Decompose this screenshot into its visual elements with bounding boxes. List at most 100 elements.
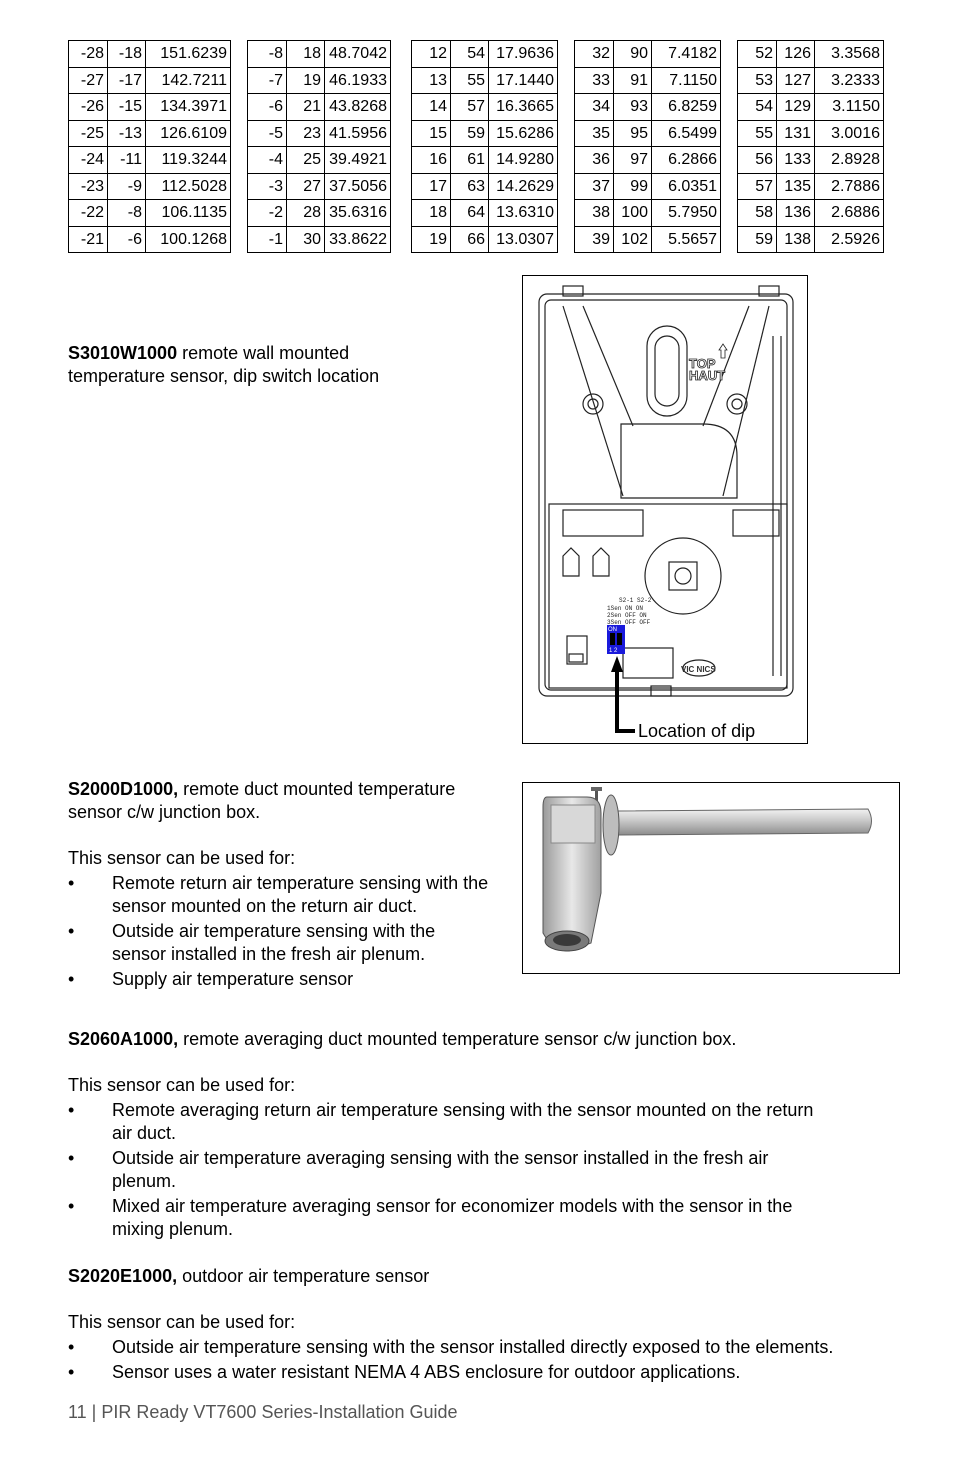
bullet-text: Remote return air temperature sensing wi… xyxy=(112,873,489,893)
table-cell: 142.7211 xyxy=(145,66,231,94)
s3010-desc-line2: temperature sensor, dip switch location xyxy=(68,366,380,386)
bullet-text: Supply air temperature sensor xyxy=(112,969,354,989)
table-cell: 35 xyxy=(574,119,614,147)
s2020-bullet-list: •Outside air temperature sensing with th… xyxy=(68,1336,928,1386)
table-cell: 54 xyxy=(737,93,777,121)
table-cell: -22 xyxy=(68,199,108,227)
table-cell: 56 xyxy=(737,146,777,174)
table-cell: 14 xyxy=(411,93,451,121)
dip-numbers: 1 2 xyxy=(609,648,618,654)
table-cell: 55 xyxy=(737,119,777,147)
bullet-icon: • xyxy=(68,1337,75,1357)
table-cell: 6.0351 xyxy=(651,172,721,200)
s2000-model: S2000D1000, xyxy=(68,779,179,799)
table-cell: 59 xyxy=(737,225,777,253)
list-item: •Mixed air temperature averaging sensor … xyxy=(68,1195,908,1241)
table-cell: -13 xyxy=(107,119,146,147)
table-cell: 100.1268 xyxy=(145,225,231,253)
table-cell: 37 xyxy=(574,172,614,200)
dip-table-line-4: 3Sen OFF OFF xyxy=(607,619,651,626)
table-cell: -18 xyxy=(107,40,146,68)
wall-sensor-drawing: TOP HAUT S2-1 S2-2 1Sen ON ON 2Sen OFF O… xyxy=(538,285,794,733)
dip-table-line-3: 2Sen OFF ON xyxy=(607,612,647,619)
s2020-desc: outdoor air temperature sensor xyxy=(177,1266,430,1286)
list-item: •Remote return air temperature sensing w… xyxy=(68,872,520,918)
table-cell: 7.4182 xyxy=(651,40,721,68)
bullet-text: Mixed air temperature averaging sensor f… xyxy=(112,1196,793,1216)
top-label: TOP xyxy=(689,356,716,371)
list-item: •Outside air temperature sensing with th… xyxy=(68,920,520,966)
table-cell: 100 xyxy=(613,199,652,227)
table-cell: -17 xyxy=(107,66,146,94)
table-cell: 2.8928 xyxy=(814,146,884,174)
table-cell: 37.5056 xyxy=(324,172,391,200)
table-cell: 131 xyxy=(776,119,815,147)
table-cell: 53 xyxy=(737,66,777,94)
table-cell: 61 xyxy=(450,146,489,174)
s2000-bullet-list: •Remote return air temperature sensing w… xyxy=(68,872,520,993)
table-cell: 14.2629 xyxy=(488,172,558,200)
table-cell: 99 xyxy=(613,172,652,200)
table-cell: 95 xyxy=(613,119,652,147)
table-cell: 58 xyxy=(737,199,777,227)
list-item: •Outside air temperature averaging sensi… xyxy=(68,1147,908,1193)
table-cell: 66 xyxy=(450,225,489,253)
table-cell: 23 xyxy=(286,119,325,147)
table-cell: 48.7042 xyxy=(324,40,391,68)
table-cell: 12 xyxy=(411,40,451,68)
list-item: •Sensor uses a water resistant NEMA 4 AB… xyxy=(68,1361,928,1384)
table-cell: 6.5499 xyxy=(651,119,721,147)
bullet-icon: • xyxy=(68,1148,75,1168)
duct-sensor-figure xyxy=(522,782,900,974)
table-cell: 106.1135 xyxy=(145,199,231,227)
dip-location-caption: Location of dip xyxy=(636,721,758,741)
s2060-bullet-list: •Remote averaging return air temperature… xyxy=(68,1099,908,1243)
table-cell: 52 xyxy=(737,40,777,68)
table-cell: 17.1440 xyxy=(488,66,558,94)
table-cell: 13.0307 xyxy=(488,225,558,253)
table-cell: 14.9280 xyxy=(488,146,558,174)
table-cell: -6 xyxy=(107,225,146,253)
s2020-description: S2020E1000, outdoor air temperature sens… xyxy=(68,1265,429,1288)
table-cell: -4 xyxy=(247,146,287,174)
table-cell: 39.4921 xyxy=(324,146,391,174)
table-cell: 135 xyxy=(776,172,815,200)
table-cell: 32 xyxy=(574,40,614,68)
table-cell: 133 xyxy=(776,146,815,174)
table-cell: 55 xyxy=(450,66,489,94)
table-cell: 17 xyxy=(411,172,451,200)
table-cell: -1 xyxy=(247,225,287,253)
table-cell: 38 xyxy=(574,199,614,227)
wall-sensor-dip-switch-figure: TOP HAUT S2-1 S2-2 1Sen ON ON 2Sen OFF O… xyxy=(522,275,808,744)
table-cell: -28 xyxy=(68,40,108,68)
table-cell: 57 xyxy=(737,172,777,200)
table-cell: 33 xyxy=(574,66,614,94)
table-cell: -5 xyxy=(247,119,287,147)
table-cell: 18 xyxy=(411,199,451,227)
table-cell: 3.3568 xyxy=(814,40,884,68)
table-cell: 21 xyxy=(286,93,325,121)
table-cell: -8 xyxy=(107,199,146,227)
table-cell: 16 xyxy=(411,146,451,174)
table-cell: 59 xyxy=(450,119,489,147)
bullet-text: Outside air temperature sensing with the xyxy=(112,921,436,941)
bullet-icon: • xyxy=(68,1100,75,1120)
